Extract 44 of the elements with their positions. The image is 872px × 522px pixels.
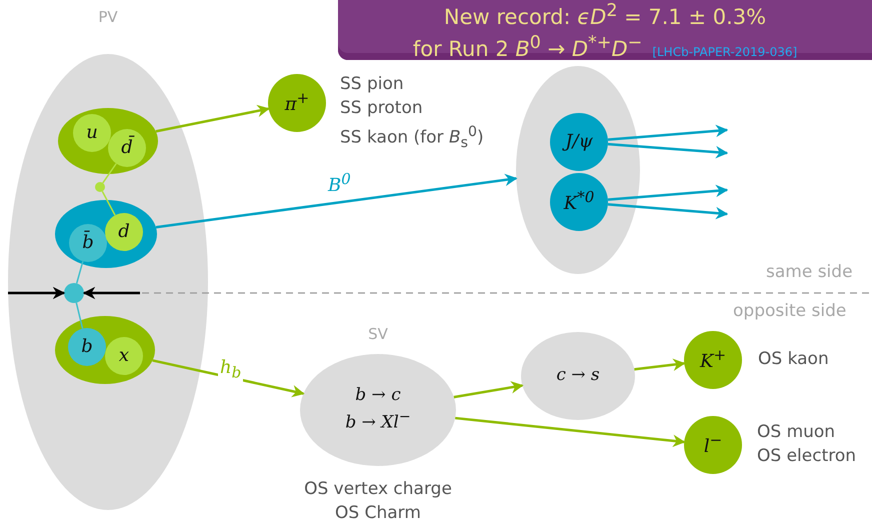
banner-heading: New record: ϵD$^{2}$ = 7.1 ± 0.3% xyxy=(444,0,766,30)
particle-symbol: l$^{−}$ xyxy=(704,431,722,459)
vertex-label: SV xyxy=(368,325,388,343)
tagger-label: OS muon xyxy=(757,421,836,444)
particle-symbol: K$^{+}$ xyxy=(700,346,726,374)
arrow xyxy=(608,203,728,220)
banner-subheading: for Run 2 B$^{0}$ → D$^{*+}$D$^{−}$ xyxy=(412,32,642,62)
tagger-label: OS Charm xyxy=(334,502,422,522)
arrow xyxy=(608,142,728,158)
arrow xyxy=(156,174,518,228)
particle-symbol: u xyxy=(86,122,98,144)
arrow xyxy=(454,381,524,398)
particle-symbol: π$^{+}$ xyxy=(284,89,310,117)
connector-line xyxy=(76,261,84,284)
particle-symbol: d̄ xyxy=(121,136,133,160)
arrow xyxy=(8,286,66,300)
reference-text: [LHCb-PAPER-2019-036] xyxy=(652,45,798,59)
vertex-label: PV xyxy=(98,8,118,26)
tagger-label: SS kaon (for B$_{s}$$^{0}$) xyxy=(340,123,484,154)
arrow xyxy=(156,104,270,133)
particle-symbol: b̄ xyxy=(82,232,94,254)
arrow xyxy=(608,124,728,141)
tagger-label: OS vertex charge xyxy=(303,478,453,501)
tagger-label: OS kaon xyxy=(758,348,829,371)
particle-symbol: b xyxy=(81,336,93,358)
arrow xyxy=(82,286,140,300)
arrow xyxy=(455,416,686,448)
region-label: same side xyxy=(766,262,853,282)
particle-symbol: d xyxy=(118,220,130,244)
decay-formula: b → Xl$^{−}$ xyxy=(345,408,411,435)
tagger-label: SS proton xyxy=(340,97,423,120)
arrow xyxy=(634,358,686,371)
tagger-label: SS pion xyxy=(340,73,404,96)
particle-symbol: K$^{*0}$ xyxy=(564,188,594,216)
decay-formula: b → c xyxy=(355,384,401,408)
edge-label: h$_{b}$ xyxy=(218,357,244,382)
arrow xyxy=(608,184,728,201)
connector-line xyxy=(76,302,84,329)
connector-line xyxy=(102,163,117,184)
tagger-label: OS electron xyxy=(757,445,856,468)
particle-symbol: x xyxy=(118,344,130,368)
connector-line xyxy=(102,191,116,216)
region-label: opposite side xyxy=(733,301,846,321)
decay-formula: c → s xyxy=(556,364,600,388)
